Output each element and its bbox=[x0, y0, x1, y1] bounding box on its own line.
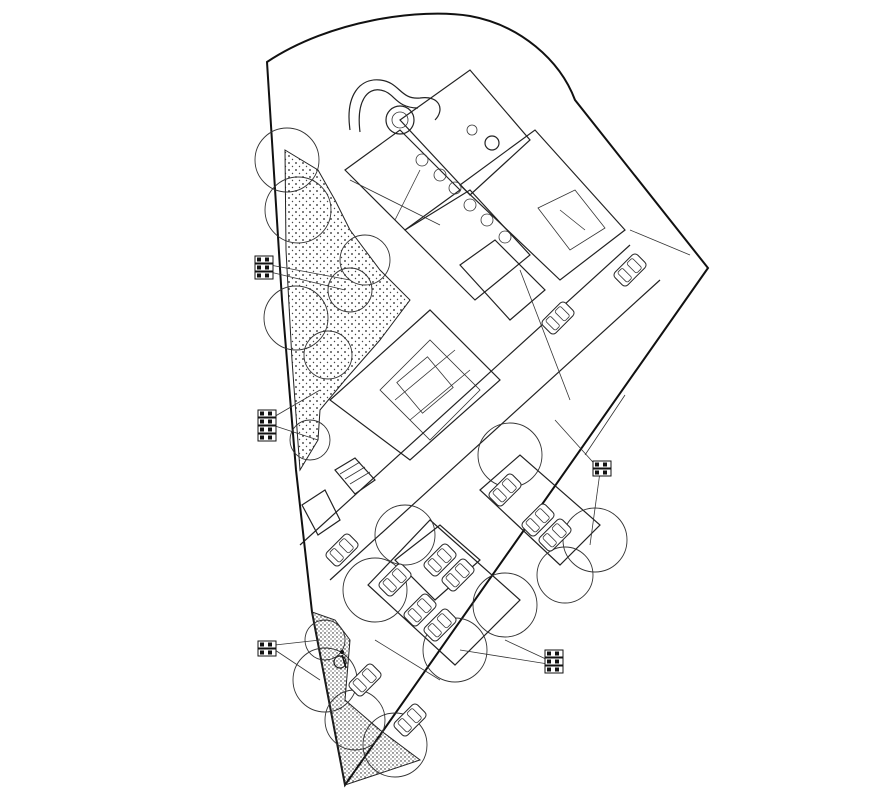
tag-marker-icon bbox=[257, 425, 277, 434]
car-icon bbox=[539, 299, 577, 337]
landscape-strip-south bbox=[311, 611, 422, 786]
car-icon bbox=[391, 701, 429, 739]
tree-canopy-icon bbox=[472, 572, 538, 638]
tree-canopy-icon bbox=[339, 234, 391, 286]
tag-marker-icon bbox=[254, 255, 274, 264]
curved-water-feature bbox=[348, 79, 500, 151]
tree-canopy-icon bbox=[254, 127, 320, 193]
tag-marker-group bbox=[592, 460, 612, 477]
tree-canopy-icon bbox=[263, 285, 329, 351]
tag-marker-group bbox=[257, 640, 277, 657]
tree-canopy-icon bbox=[342, 557, 408, 623]
tag-marker-group bbox=[254, 255, 274, 280]
car-icon bbox=[346, 661, 384, 699]
tag-marker-icon bbox=[257, 409, 277, 418]
tag-marker-icon bbox=[257, 433, 277, 442]
tree-canopy-icon bbox=[289, 419, 331, 461]
tree-canopy-icon bbox=[562, 507, 628, 573]
car-icon bbox=[611, 251, 649, 289]
tag-marker-icon bbox=[544, 657, 564, 666]
car-icon bbox=[323, 531, 361, 569]
tag-marker-icon bbox=[254, 263, 274, 272]
tree-canopy-icon bbox=[264, 176, 332, 244]
tag-marker-group bbox=[544, 649, 564, 674]
car-icon bbox=[376, 561, 414, 599]
tree-canopy-icon bbox=[536, 546, 594, 604]
tag-marker-icon bbox=[592, 460, 612, 469]
tag-marker-group bbox=[257, 409, 277, 442]
stairs bbox=[301, 457, 376, 536]
landscape-strip-north bbox=[284, 149, 411, 472]
wheelchair-icon bbox=[333, 650, 347, 669]
tag-marker-icon bbox=[257, 648, 277, 657]
parking-islands bbox=[367, 454, 601, 666]
tag-marker-icon bbox=[254, 271, 274, 280]
main-building bbox=[329, 69, 626, 461]
tag-marker-icon bbox=[592, 468, 612, 477]
tag-marker-icon bbox=[544, 665, 564, 674]
tree-canopy-icon bbox=[362, 712, 428, 778]
tag-marker-icon bbox=[544, 649, 564, 658]
access-road bbox=[299, 229, 691, 681]
tree-canopy-icon bbox=[304, 619, 346, 661]
tree-canopy-icon bbox=[303, 330, 353, 380]
tree-canopy-icon bbox=[374, 504, 436, 566]
tag-marker-icon bbox=[257, 417, 277, 426]
seating-layout bbox=[415, 153, 512, 244]
tree-canopy-icon bbox=[327, 267, 373, 313]
tag-marker-icon bbox=[257, 640, 277, 649]
site-boundary bbox=[265, 12, 710, 788]
